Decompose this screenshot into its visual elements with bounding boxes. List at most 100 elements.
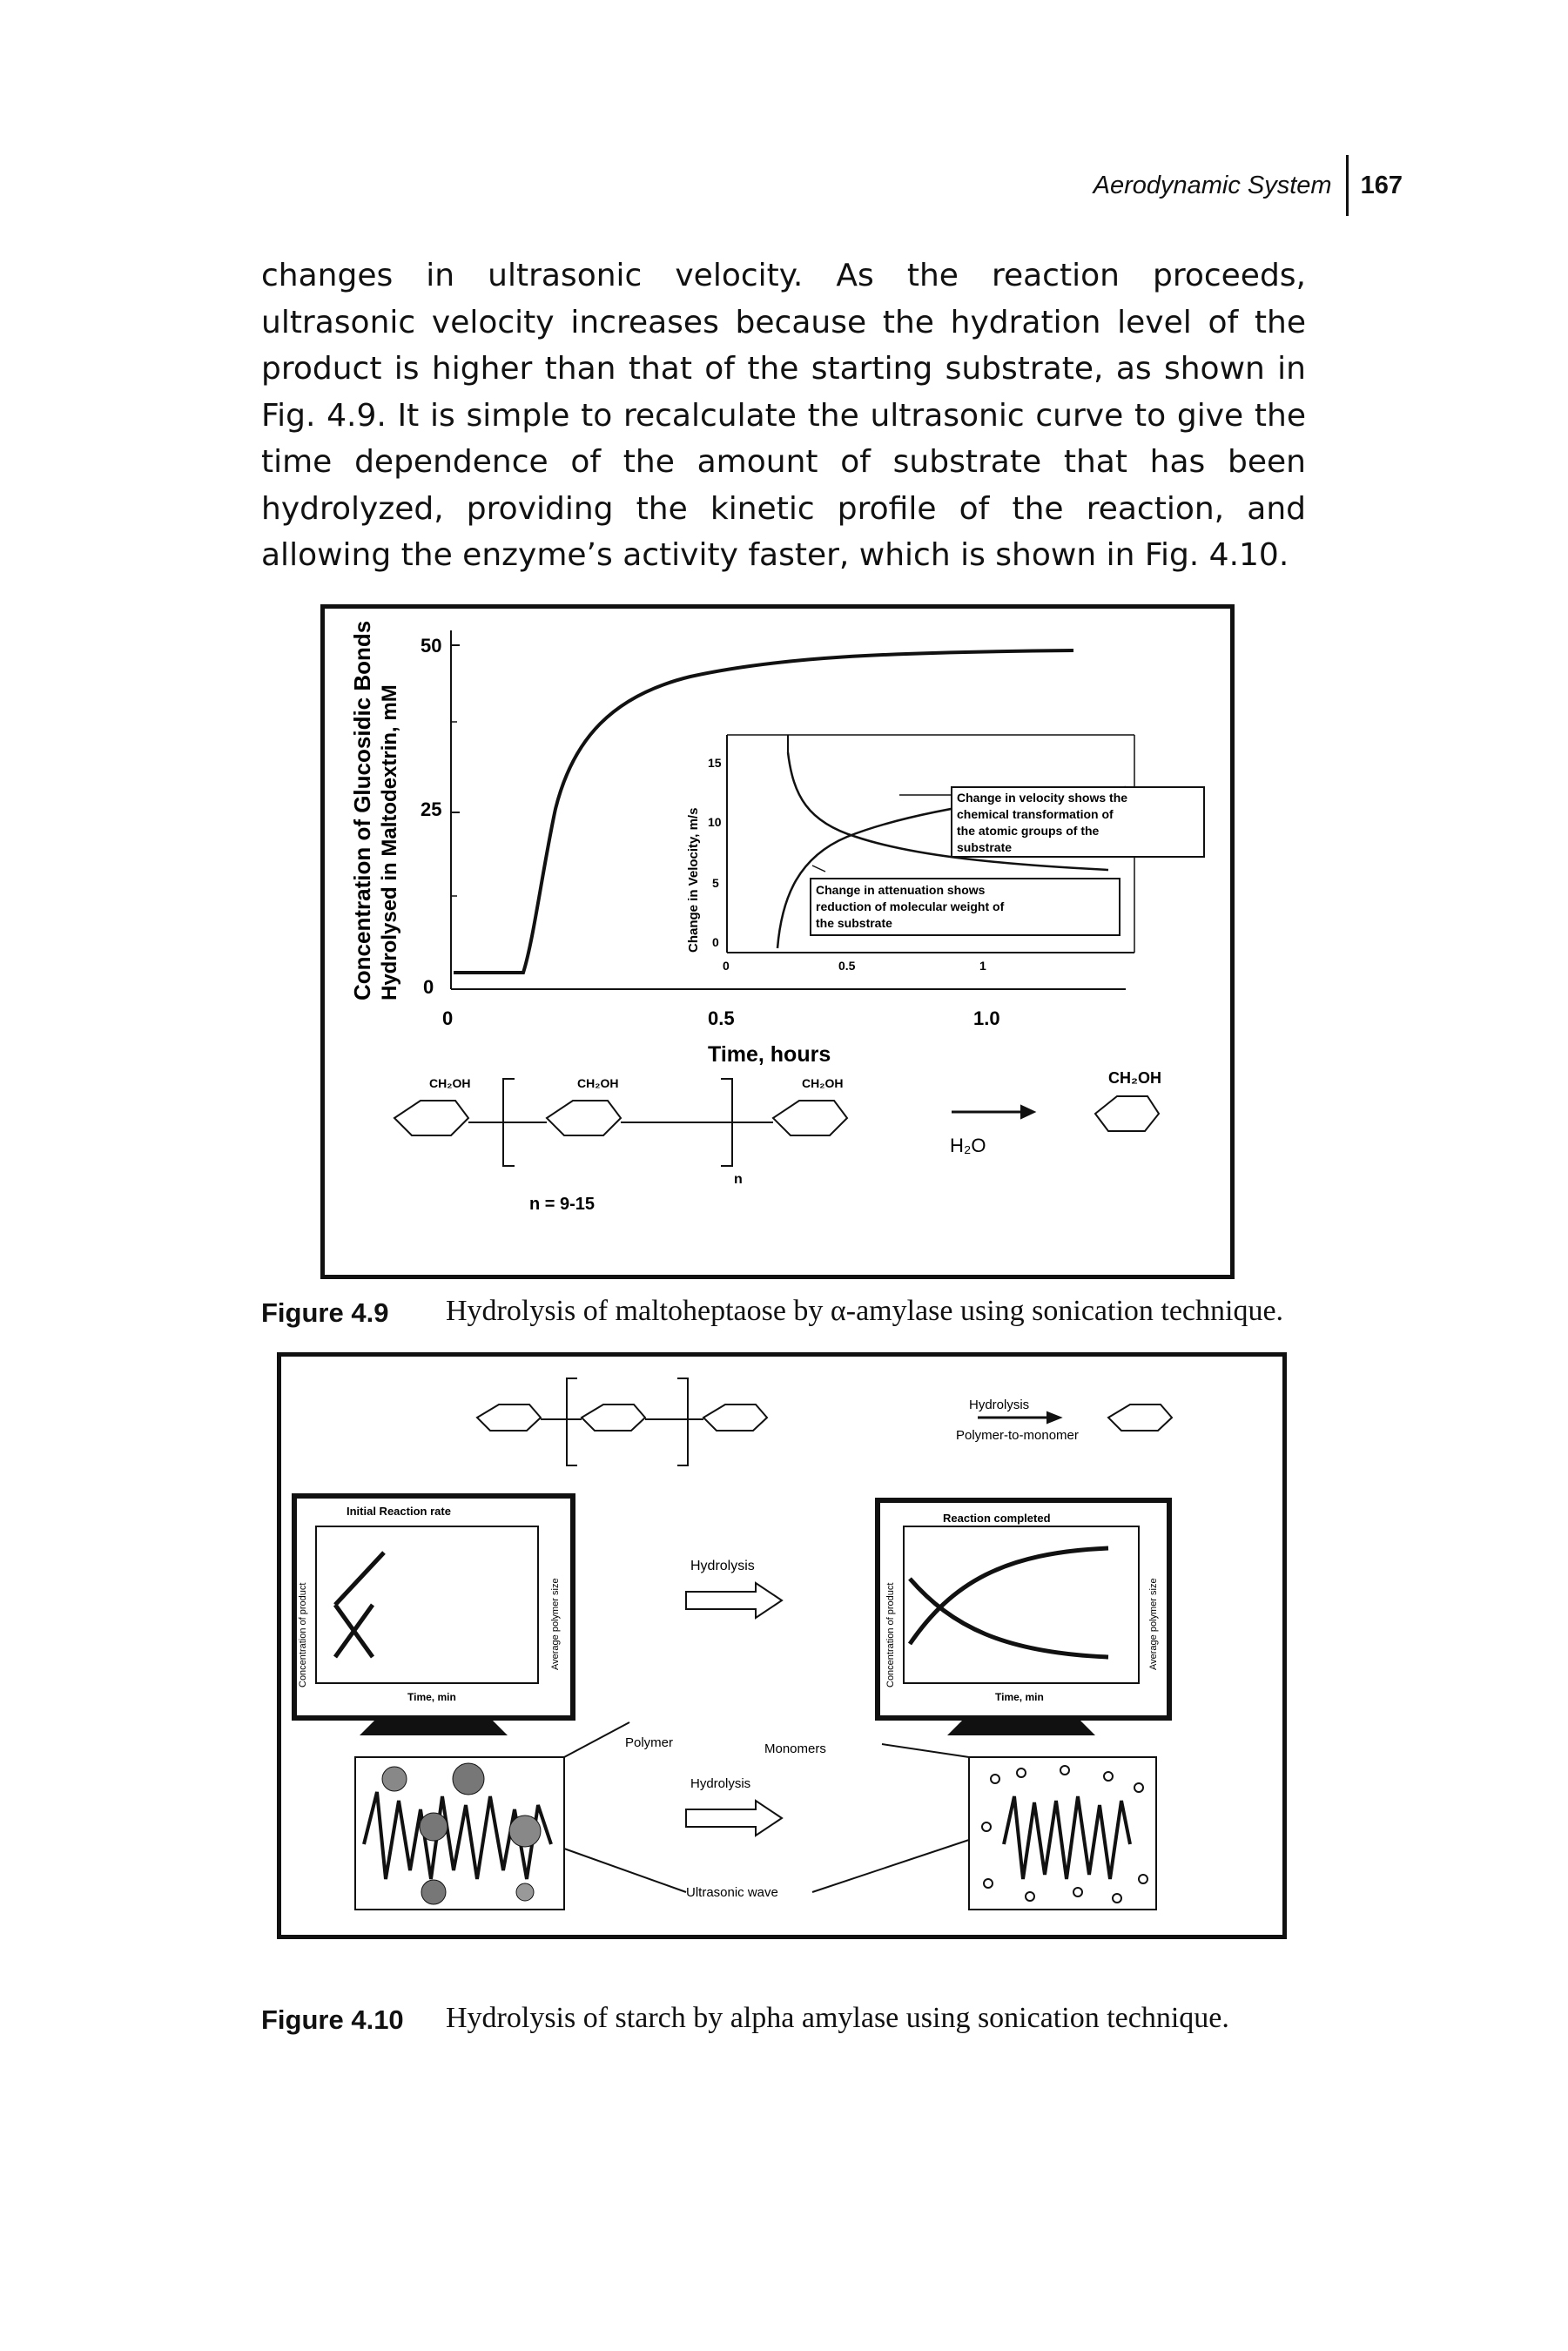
attenuation-note-line-3: the substrate bbox=[816, 916, 892, 930]
polymer-size-curve bbox=[908, 1577, 1109, 1660]
beaker-polymer bbox=[354, 1721, 687, 1910]
inset-x-tick-0-5: 0.5 bbox=[838, 959, 856, 973]
ultrasonic-wave bbox=[1002, 1795, 1132, 1880]
reaction-scheme bbox=[393, 1078, 1161, 1167]
monomer bbox=[981, 1822, 992, 1832]
polymer-cluster bbox=[452, 1762, 485, 1795]
inset-y-tick-15: 15 bbox=[708, 756, 722, 770]
monomer bbox=[1073, 1887, 1083, 1897]
caption-figure-4-10: Figure 4.10 Hydrolysis of starch by alph… bbox=[261, 1999, 1308, 2039]
inset-chart: Change in Velocity, m/s 15 10 5 0 0 0.5 … bbox=[686, 734, 1205, 973]
pointer-line bbox=[563, 1721, 630, 1758]
y-axis-label-2: Hydrolysed in Maltodextrin, mM bbox=[378, 684, 401, 1000]
monomer bbox=[1016, 1768, 1026, 1778]
attenuation-note-box bbox=[810, 878, 1120, 936]
right-monitor-xlabel: Time, min bbox=[995, 1691, 1044, 1703]
figure-4-10: Hydrolysis Polymer-to-monomer Initial Re… bbox=[277, 1352, 1287, 1939]
x-tick-1-0: 1.0 bbox=[973, 1007, 1000, 1029]
caption-number: Figure 4.10 bbox=[261, 2004, 404, 2035]
header-divider bbox=[1345, 155, 1349, 216]
x-tick-0-5: 0.5 bbox=[708, 1007, 735, 1029]
wave-label: Ultrasonic wave bbox=[686, 1885, 778, 1900]
top-arrow-label-1: Hydrolysis bbox=[969, 1398, 1029, 1412]
velocity-note-box bbox=[951, 786, 1205, 858]
top-scheme bbox=[475, 1378, 1174, 1466]
pointer-line bbox=[881, 1743, 970, 1758]
monomer bbox=[1138, 1874, 1148, 1884]
glucose-ring bbox=[1107, 1404, 1174, 1431]
monomer bbox=[1134, 1782, 1144, 1793]
inset-y-tick-5: 5 bbox=[712, 876, 719, 890]
top-arrow-label-2: Polymer-to-monomer bbox=[956, 1428, 1079, 1443]
polymer-cluster bbox=[508, 1815, 542, 1848]
attenuation-note-line-1: Change in attenuation shows bbox=[816, 883, 986, 897]
x-tick-0: 0 bbox=[442, 1007, 453, 1029]
scheme-n: n bbox=[734, 1172, 743, 1187]
left-monitor-title: Initial Reaction rate bbox=[347, 1505, 451, 1518]
glucose-ring bbox=[1094, 1095, 1161, 1132]
monomer bbox=[1060, 1765, 1070, 1775]
pointer-line bbox=[811, 1839, 970, 1893]
cross-line bbox=[333, 1603, 375, 1659]
polymer-cluster bbox=[381, 1766, 407, 1792]
monomer bbox=[1112, 1893, 1122, 1903]
monomer bbox=[990, 1774, 1000, 1784]
inset-y-tick-10: 10 bbox=[708, 815, 722, 829]
monitor-left: Initial Reaction rate Concentration of p… bbox=[292, 1493, 575, 1735]
velocity-note-line-4: substrate bbox=[957, 840, 1012, 854]
page-number: 167 bbox=[1360, 171, 1403, 199]
lower-arrow bbox=[685, 1799, 784, 1837]
right-monitor-title: Reaction completed bbox=[943, 1512, 1051, 1525]
running-title: Aerodynamic System bbox=[1093, 171, 1332, 199]
left-monitor-ylabel: Concentration of product bbox=[298, 1583, 308, 1687]
inset-y-label: Change in Velocity, m/s bbox=[686, 808, 701, 953]
lower-arrow-label: Hydrolysis bbox=[690, 1776, 750, 1791]
y-tick-50: 50 bbox=[421, 635, 441, 657]
beaker-monomers bbox=[811, 1743, 1157, 1910]
figure-4-9-graphic: Concentration of Glucosidic Bonds Hydrol… bbox=[349, 621, 1205, 1214]
scheme-group-product: CH₂OH bbox=[1108, 1069, 1161, 1087]
caption-text: Hydrolysis of maltoheptaose by α-amylase… bbox=[446, 1295, 1284, 1327]
monomers-label: Monomers bbox=[764, 1741, 826, 1756]
body-paragraph: changes in ultrasonic velocity. As the r… bbox=[261, 258, 1306, 573]
y-tick-0: 0 bbox=[423, 976, 434, 998]
running-header: Aerodynamic System 167 bbox=[1094, 155, 1403, 216]
scheme-group-3: CH₂OH bbox=[802, 1076, 843, 1090]
rising-line bbox=[333, 1551, 386, 1607]
y-tick-25: 25 bbox=[421, 798, 441, 820]
glucose-ring bbox=[702, 1404, 769, 1431]
product-curve bbox=[907, 1546, 1109, 1646]
x-axis-label: Time, hours bbox=[708, 1042, 831, 1067]
scheme-repeat-count: n = 9-15 bbox=[529, 1195, 595, 1214]
monomer bbox=[1103, 1771, 1114, 1782]
left-monitor-ylabel-right: Average polymer size bbox=[550, 1578, 561, 1670]
beaker-frame bbox=[968, 1756, 1157, 1910]
polymer-label: Polymer bbox=[625, 1735, 673, 1750]
right-monitor-ylabel: Concentration of product bbox=[885, 1583, 896, 1687]
bracket-right bbox=[677, 1378, 689, 1466]
left-monitor-xlabel: Time, min bbox=[407, 1691, 456, 1703]
top-arrow-head bbox=[1046, 1411, 1063, 1425]
scheme-group-1: CH₂OH bbox=[429, 1076, 470, 1090]
velocity-note-line-2: chemical transformation of bbox=[957, 807, 1114, 821]
pointer-line bbox=[563, 1848, 687, 1893]
glucose-ring bbox=[545, 1100, 622, 1136]
monomer bbox=[1025, 1891, 1035, 1902]
polymer-cluster bbox=[421, 1879, 447, 1905]
caption-figure-4-9: Figure 4.9 Hydrolysis of maltoheptaose b… bbox=[261, 1292, 1308, 1332]
right-monitor-ylabel-right: Average polymer size bbox=[1148, 1578, 1159, 1670]
monitor-plot-area bbox=[315, 1526, 539, 1684]
glucose-ring bbox=[393, 1100, 470, 1136]
caption-text: Hydrolysis of starch by alpha amylase us… bbox=[446, 2002, 1229, 2034]
y-axis-label-1: Concentration of Glucosidic Bonds bbox=[349, 621, 375, 1000]
main-hydrolysis-curve bbox=[454, 649, 1074, 974]
monitor-stand bbox=[360, 1718, 508, 1735]
velocity-note-line-1: Change in velocity shows the bbox=[957, 791, 1127, 805]
inset-x-tick-0: 0 bbox=[723, 959, 730, 973]
glucose-ring bbox=[475, 1404, 542, 1431]
scheme-water: H₂O bbox=[950, 1135, 986, 1156]
attenuation-note-line-2: reduction of molecular weight of bbox=[816, 899, 1005, 913]
scheme-group-2: CH₂OH bbox=[577, 1076, 618, 1090]
polymer-cluster bbox=[419, 1812, 448, 1842]
glucose-ring bbox=[771, 1100, 849, 1136]
